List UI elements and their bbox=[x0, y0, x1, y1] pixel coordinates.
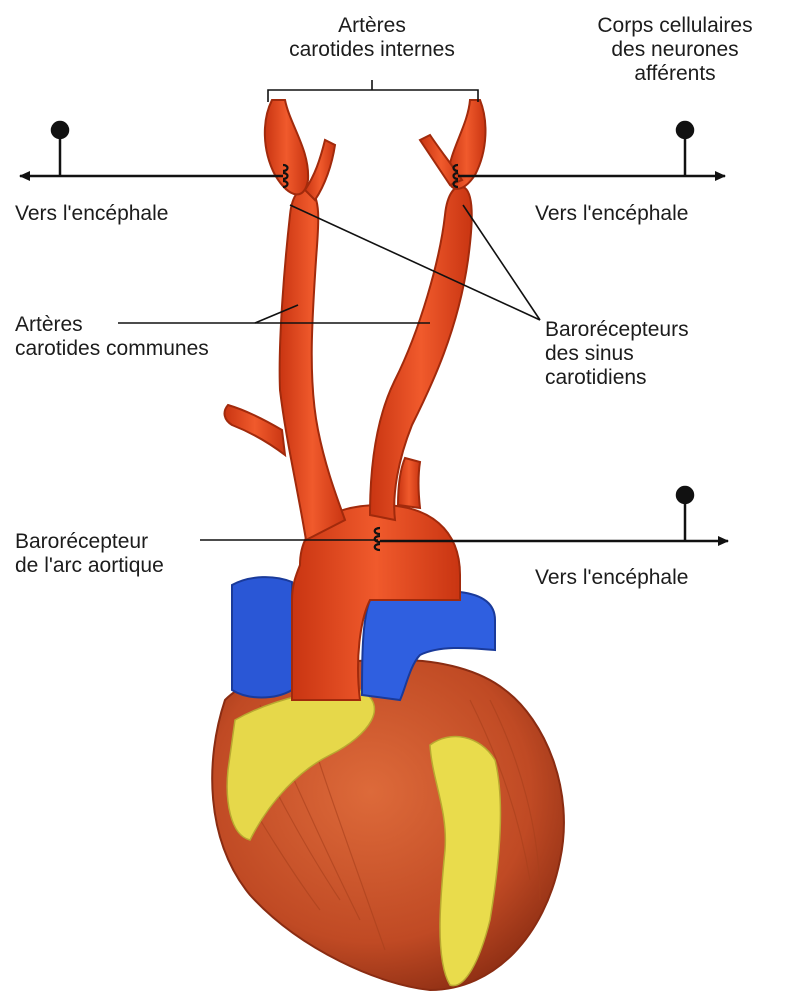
label-aortic-arch-baroreceptor: Barorécepteur de l'arc aortique bbox=[15, 530, 164, 578]
cell-body-right-top bbox=[677, 122, 693, 138]
label-to-brain-right-top: Vers l'encéphale bbox=[535, 202, 688, 226]
cell-body-right-bottom bbox=[677, 487, 693, 503]
label-to-brain-left: Vers l'encéphale bbox=[15, 202, 168, 226]
label-afferent-cell-bodies: Corps cellulaires des neurones afférents bbox=[575, 14, 775, 86]
heart bbox=[212, 660, 564, 990]
bracket-internal-carotids bbox=[268, 80, 478, 102]
label-internal-carotids: Artères carotides internes bbox=[258, 14, 486, 62]
label-common-carotids: Artères carotides communes bbox=[15, 313, 209, 361]
label-carotid-sinus-baroreceptors: Barorécepteurs des sinus carotidiens bbox=[545, 318, 689, 390]
superior-vena-cava bbox=[232, 577, 292, 697]
label-to-brain-right-bottom: Vers l'encéphale bbox=[535, 566, 688, 590]
cell-body-left bbox=[52, 122, 68, 138]
